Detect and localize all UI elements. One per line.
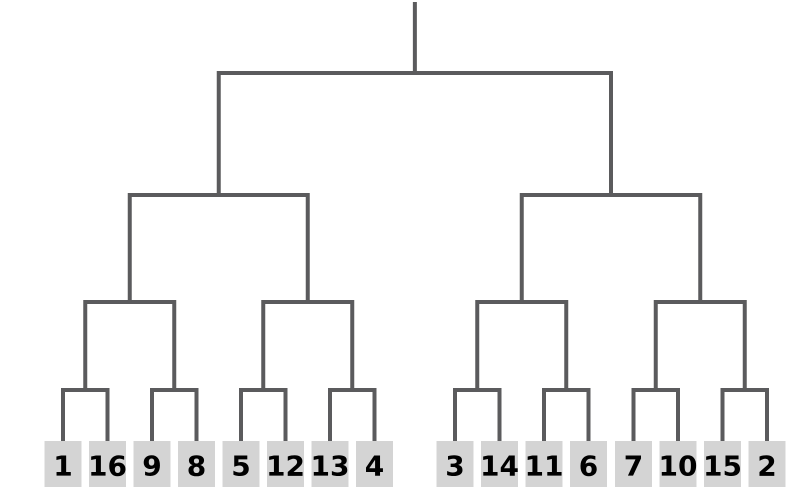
connector-line	[453, 388, 502, 441]
seed-box	[704, 441, 741, 487]
seed-box	[89, 441, 126, 487]
seed-slot: 5	[222, 441, 260, 487]
connector-line	[150, 388, 199, 441]
seed-label: 11	[525, 450, 564, 483]
seed-slot: 3	[436, 441, 474, 487]
seed-box	[44, 441, 82, 487]
seed-box	[570, 441, 607, 487]
connector-line	[216, 71, 613, 195]
seed-label: 3	[445, 450, 464, 483]
seed-label: 8	[187, 450, 206, 483]
seed-box	[436, 441, 474, 487]
seed-box	[356, 441, 393, 487]
connector-line	[720, 388, 769, 441]
connector-line	[61, 388, 110, 441]
seed-box	[525, 441, 563, 487]
seed-label: 16	[88, 450, 127, 483]
seed-slot: 10	[659, 441, 698, 487]
seed-slot: 4	[356, 441, 393, 487]
seed-box	[615, 441, 652, 487]
seed-box	[178, 441, 215, 487]
seed-label: 10	[659, 450, 698, 483]
seed-label: 12	[266, 450, 305, 483]
seed-slot: 16	[88, 441, 127, 487]
seed-label: 4	[365, 450, 384, 483]
seed-box	[311, 441, 349, 487]
seed-label: 2	[757, 450, 776, 483]
connector-line	[475, 300, 569, 390]
seed-box	[748, 441, 786, 487]
seed-box	[267, 441, 304, 487]
connector-line	[261, 300, 355, 390]
seed-box	[659, 441, 697, 487]
connector-line	[127, 193, 310, 302]
connector-line	[328, 388, 377, 441]
connector-line	[239, 388, 288, 441]
seed-box	[222, 441, 260, 487]
seed-slot: 15	[703, 441, 742, 487]
connector-line	[542, 388, 591, 441]
connector-line	[83, 300, 177, 390]
seed-slot: 7	[615, 441, 652, 487]
seed-label: 7	[624, 450, 643, 483]
seed-slot: 2	[748, 441, 786, 487]
seed-label: 1	[53, 450, 72, 483]
seed-label: 14	[480, 450, 519, 483]
seed-box	[133, 441, 171, 487]
seed-slot: 9	[133, 441, 171, 487]
connector-line	[653, 300, 747, 390]
seed-box	[481, 441, 518, 487]
seed-label: 5	[231, 450, 250, 483]
seed-label: 6	[579, 450, 598, 483]
seed-slot: 6	[570, 441, 607, 487]
connector-line	[519, 193, 703, 302]
seed-slot: 14	[480, 441, 519, 487]
seed-label: 9	[142, 450, 161, 483]
seed-slot: 8	[178, 441, 215, 487]
seed-label: 13	[311, 450, 350, 483]
seed-label: 15	[703, 450, 742, 483]
seed-slot: 13	[311, 441, 350, 487]
connector-line	[631, 388, 680, 441]
seed-slot: 12	[266, 441, 305, 487]
seed-slot: 1	[44, 441, 82, 487]
seed-slot: 11	[525, 441, 564, 487]
